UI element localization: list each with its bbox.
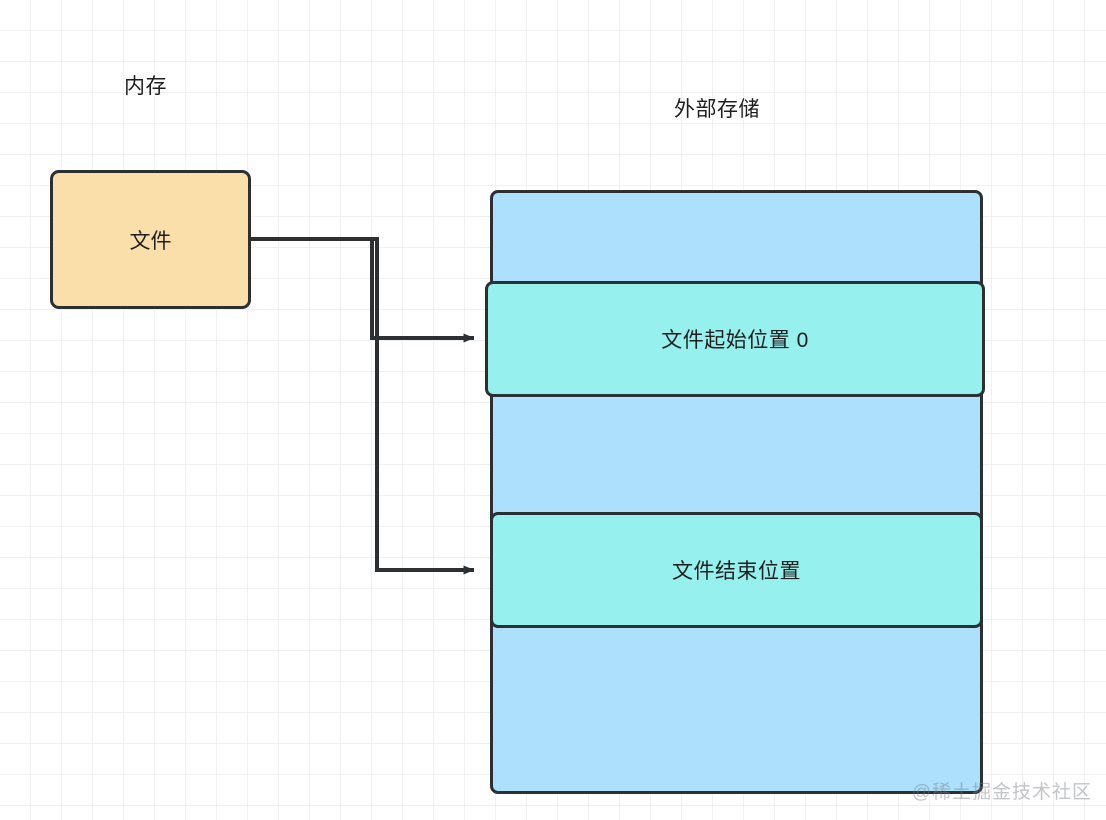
connector-file-to-start — [251, 237, 475, 343]
file-end-position-label: 文件结束位置 — [672, 560, 801, 583]
memory-title: 内存 — [124, 75, 167, 98]
file-start-position-band[interactable]: 文件起始位置 0 — [485, 281, 985, 397]
file-node-label: 文件 — [129, 229, 172, 253]
file-node[interactable]: 文件 — [50, 170, 251, 309]
watermark-text: @稀土掘金技术社区 — [911, 782, 1092, 803]
connector-file-to-end — [251, 237, 475, 575]
external-storage-title: 外部存储 — [674, 98, 760, 121]
file-end-position-band[interactable]: 文件结束位置 — [490, 512, 983, 628]
file-start-position-label: 文件起始位置 0 — [661, 329, 809, 352]
